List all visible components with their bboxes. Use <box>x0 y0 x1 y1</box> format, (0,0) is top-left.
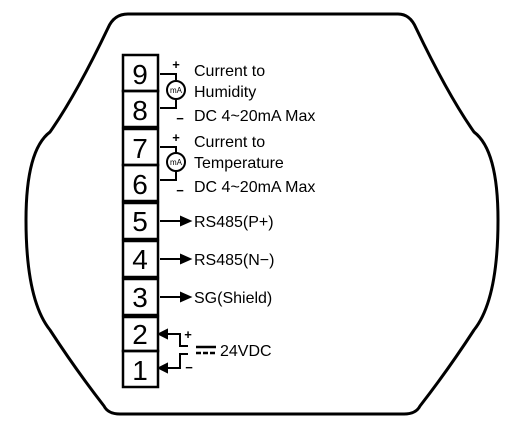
terminal-number-5: 5 <box>132 206 148 237</box>
terminal-number-7: 7 <box>132 133 148 164</box>
rs485-n-arrow-icon <box>180 253 193 265</box>
terminal-number-8: 8 <box>132 95 148 126</box>
rs485-p-label: RS485(P+) <box>194 214 274 231</box>
terminal-number-2: 2 <box>132 319 148 350</box>
humidity-label-line1: Current to <box>194 63 265 80</box>
terminal-box-4 <box>121 239 160 279</box>
terminal-box-6 <box>121 163 160 203</box>
terminal-box-1 <box>121 349 160 389</box>
humidity-label-line2: Humidity <box>194 84 256 101</box>
terminal-number-3: 3 <box>132 282 148 313</box>
power-supply-wiring <box>156 328 216 374</box>
terminal-box-5 <box>121 201 160 241</box>
power-plus-arrow-icon <box>156 328 168 340</box>
device-outline <box>24 12 500 416</box>
humidity-ma-meter-icon <box>166 80 186 100</box>
power-plus-sign: + <box>184 327 192 342</box>
humidity-minus-sign: − <box>176 111 184 126</box>
humidity-ma-meter-label: mA <box>170 86 183 95</box>
shield-arrow-icon <box>180 291 193 303</box>
temperature-plus-sign: + <box>172 130 180 145</box>
terminal-box-8 <box>121 89 160 129</box>
terminal-number-9: 9 <box>132 59 148 90</box>
temperature-label-line2: Temperature <box>194 155 284 172</box>
temperature-label-line1: Current to <box>194 134 265 151</box>
signal-arrows <box>160 215 193 303</box>
power-minus-arrow-icon <box>156 362 168 374</box>
terminal-number-6: 6 <box>132 169 148 200</box>
terminal-box-3 <box>121 277 160 317</box>
humidity-plus-sign: + <box>172 57 180 72</box>
rs485-n-label: RS485(N−) <box>194 252 274 269</box>
terminal-block <box>121 53 160 389</box>
terminal-number-1: 1 <box>132 355 148 386</box>
temperature-ma-meter-label: mA <box>170 158 183 167</box>
humidity-label-line3: DC 4~20mA Max <box>194 108 315 125</box>
temperature-minus-sign: − <box>176 183 184 198</box>
terminal-number-4: 4 <box>132 244 148 275</box>
power-label: 24VDC <box>220 343 272 360</box>
temperature-ma-meter-icon <box>166 152 186 172</box>
temperature-meter-wiring <box>160 146 186 181</box>
power-minus-sign: − <box>185 360 193 375</box>
rs485-p-arrow-icon <box>180 215 193 227</box>
humidity-meter-wiring <box>160 73 186 109</box>
temperature-label-line3: DC 4~20mA Max <box>194 179 315 196</box>
shield-label: SG(Shield) <box>194 290 272 307</box>
